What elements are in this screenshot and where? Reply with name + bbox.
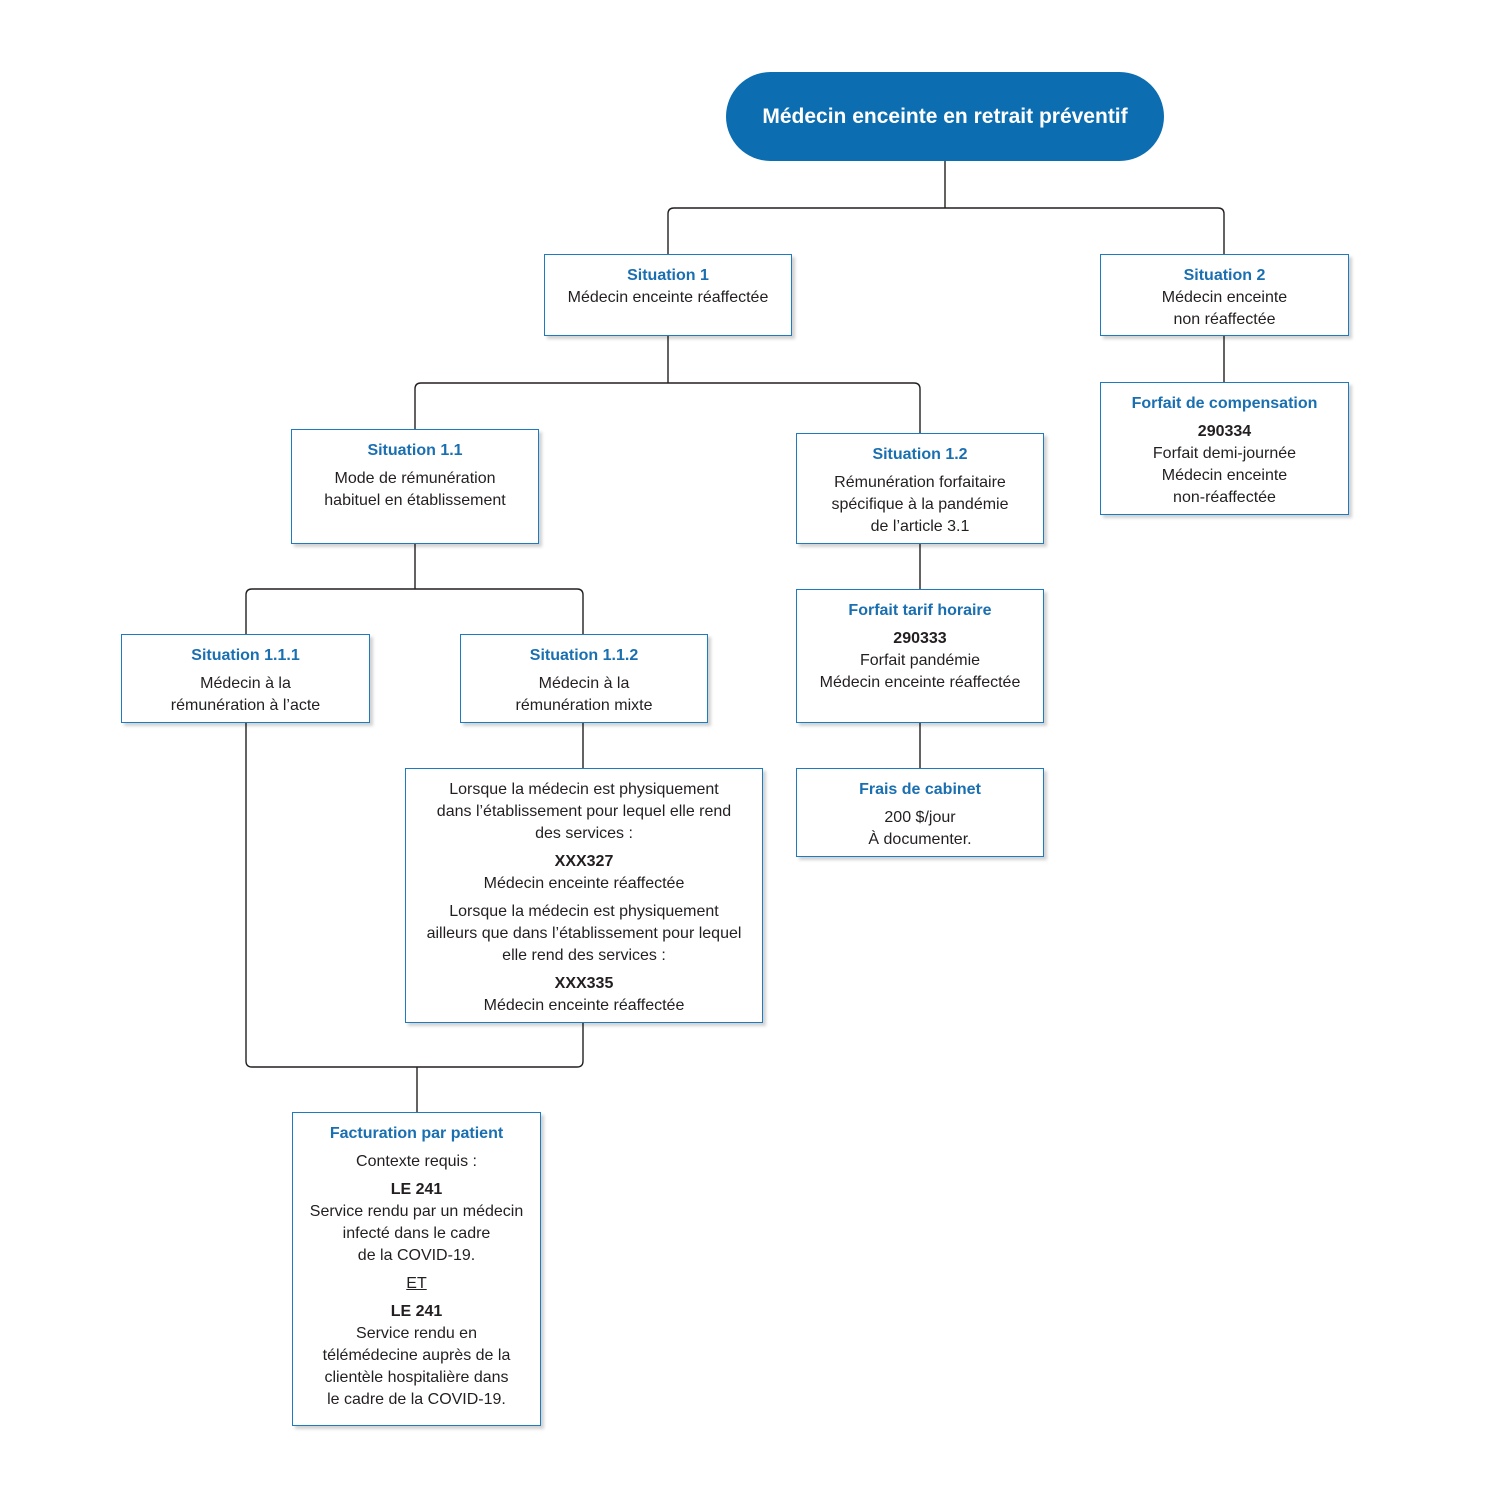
frais-cabinet-line2: À documenter. <box>868 831 972 848</box>
remuneration-mixte-detail-box: Lorsque la médecin est physiquement dans… <box>405 768 763 1023</box>
forfait-compensation-box: Forfait de compensation 290334 Forfait d… <box>1100 382 1349 515</box>
forfait-compensation-heading: Forfait de compensation <box>1131 395 1318 412</box>
mixte-a-code: XXX327 <box>554 853 614 870</box>
root-title: Médecin enceinte en retrait préventif <box>762 104 1128 128</box>
situation-2-heading: Situation 2 <box>1183 267 1266 284</box>
facturation-c1-line1: Service rendu par un médecin <box>309 1203 524 1220</box>
facturation-code2: LE 241 <box>390 1303 443 1320</box>
situation-1-2-line1: Rémunération forfaitaire <box>834 474 1006 491</box>
mixte-b-line2: ailleurs que dans l’établissement pour l… <box>426 925 742 942</box>
situation-1-heading: Situation 1 <box>627 267 709 284</box>
facturation-c1-line3: de la COVID-19. <box>357 1247 476 1264</box>
facturation-c1-line2: infecté dans le cadre <box>342 1225 491 1242</box>
situation-1-1-2-heading: Situation 1.1.2 <box>529 647 639 664</box>
facturation-c2-line2: télémédecine auprès de la <box>322 1347 511 1364</box>
situation-1-1-heading: Situation 1.1 <box>367 442 463 459</box>
forfait-tarif-horaire-line1: Forfait pandémie <box>859 652 981 669</box>
mixte-a-desc: Médecin enceinte réaffectée <box>483 875 685 892</box>
connector-s11-children <box>245 544 584 634</box>
situation-2-box: Situation 2 Médecin enceinte non réaffec… <box>1100 254 1349 336</box>
connector-root-situations <box>667 161 1225 254</box>
frais-cabinet-line1: 200 $/jour <box>884 809 956 826</box>
situation-1-box: Situation 1 Médecin enceinte réaffectée <box>544 254 792 336</box>
forfait-compensation-line1: Forfait demi-journée <box>1152 445 1297 462</box>
mixte-b-code: XXX335 <box>554 975 614 992</box>
forfait-tarif-horaire-heading: Forfait tarif horaire <box>848 602 992 619</box>
facturation-patient-box: Facturation par patient Contexte requis … <box>292 1112 541 1426</box>
facturation-heading: Facturation par patient <box>329 1125 504 1142</box>
frais-cabinet-heading: Frais de cabinet <box>859 781 981 798</box>
connector-s1-children <box>414 336 921 433</box>
root-node: Médecin enceinte en retrait préventif <box>726 72 1164 161</box>
facturation-c2-line3: clientèle hospitalière dans <box>324 1369 509 1386</box>
forfait-compensation-line3: non-réaffectée <box>1173 489 1276 506</box>
situation-1-2-line3: de l’article 3.1 <box>870 518 970 535</box>
situation-1-2-box: Situation 1.2 Rémunération forfaitaire s… <box>796 433 1044 544</box>
situation-1-1-box: Situation 1.1 Mode de rémunération habit… <box>291 429 539 544</box>
frais-cabinet-box: Frais de cabinet 200 $/jour À documenter… <box>796 768 1044 857</box>
situation-1-1-line1: Mode de rémunération <box>334 470 496 487</box>
facturation-c2-line4: le cadre de la COVID-19. <box>327 1391 506 1408</box>
forfait-compensation-line2: Médecin enceinte <box>1161 467 1288 484</box>
situation-1-1-1-line2: rémunération à l’acte <box>170 697 321 714</box>
situation-2-line1: Médecin enceinte <box>1161 289 1288 306</box>
situation-1-1-line2: habituel en établissement <box>324 492 506 509</box>
situation-2-line2: non réaffectée <box>1173 311 1276 328</box>
situation-1-1-1-box: Situation 1.1.1 Médecin à la rémunératio… <box>121 634 370 723</box>
forfait-tarif-horaire-box: Forfait tarif horaire 290333 Forfait pan… <box>796 589 1044 723</box>
forfait-compensation-code: 290334 <box>1197 423 1252 440</box>
facturation-context: Contexte requis : <box>356 1153 477 1170</box>
situation-1-1-2-box: Situation 1.1.2 Médecin à la rémunératio… <box>460 634 708 723</box>
mixte-b-line1: Lorsque la médecin est physiquement <box>449 903 719 920</box>
situation-1-2-heading: Situation 1.2 <box>872 446 968 463</box>
situation-1-text: Médecin enceinte réaffectée <box>567 289 769 306</box>
facturation-code1: LE 241 <box>390 1181 443 1198</box>
mixte-a-line2: dans l’établissement pour lequel elle re… <box>436 803 732 820</box>
facturation-et: ET <box>406 1275 427 1292</box>
mixte-b-desc: Médecin enceinte réaffectée <box>483 997 685 1014</box>
forfait-tarif-horaire-line2: Médecin enceinte réaffectée <box>819 674 1021 691</box>
situation-1-1-2-line2: rémunération mixte <box>515 697 653 714</box>
forfait-tarif-horaire-code: 290333 <box>893 630 947 647</box>
situation-1-1-1-heading: Situation 1.1.1 <box>191 647 300 664</box>
situation-1-1-1-line1: Médecin à la <box>200 675 291 692</box>
situation-1-1-2-line1: Médecin à la <box>538 675 630 692</box>
mixte-a-line3: des services : <box>535 825 633 842</box>
mixte-a-line1: Lorsque la médecin est physiquement <box>449 781 719 798</box>
situation-1-2-line2: spécifique à la pandémie <box>831 496 1009 513</box>
connector-merge <box>245 723 584 1112</box>
facturation-c2-line1: Service rendu en <box>356 1325 477 1342</box>
mixte-b-line3: elle rend des services : <box>502 947 666 964</box>
